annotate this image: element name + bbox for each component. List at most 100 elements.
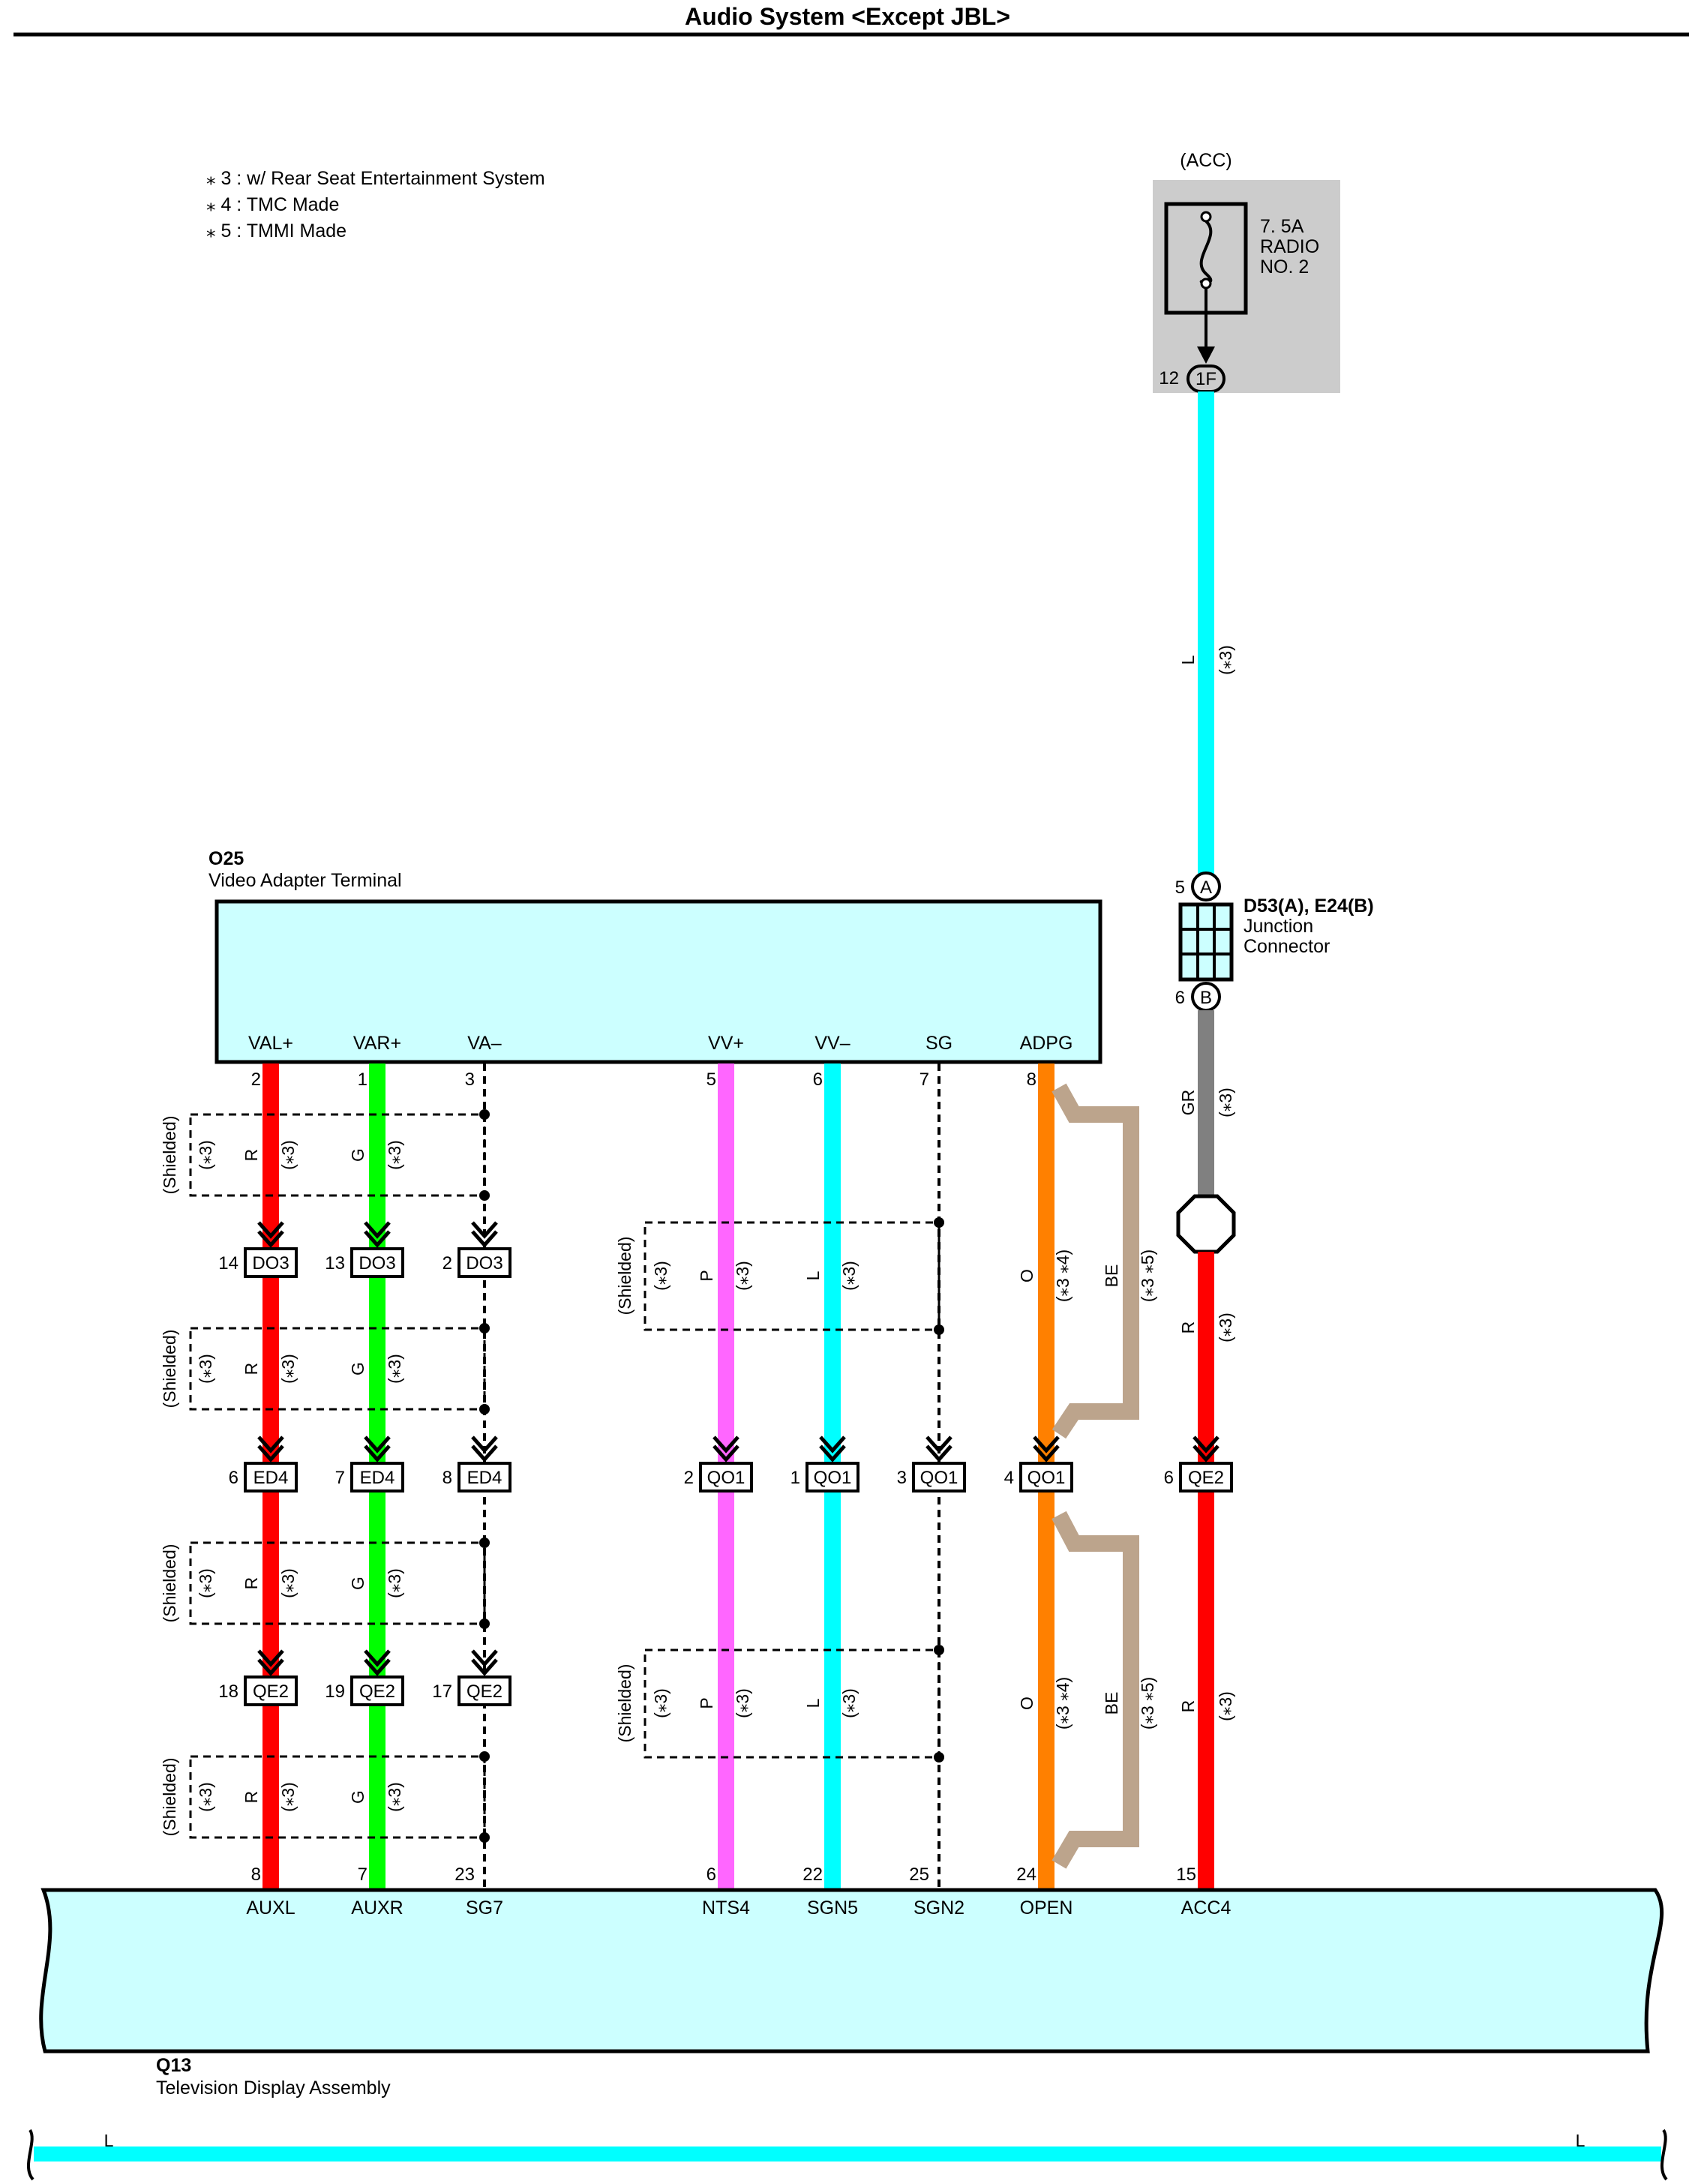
wire-option-label: (⁎3) [385,1354,404,1384]
o25-pin: 1 [358,1070,368,1090]
o25-pin: 6 [813,1070,823,1090]
connector-pin: 19 [325,1682,345,1702]
q13-terminal: AUXR [351,1898,403,1918]
bus-label-left: L [104,2131,114,2150]
q13-terminal: NTS4 [702,1898,750,1918]
wire-option-label: (⁎3) [1216,1691,1235,1721]
o25-terminal: VAL+ [248,1033,293,1054]
q13-name: Television Display Assembly [156,2078,391,2098]
o25-pin: 2 [251,1070,261,1090]
wire-option-label: (⁎3) [651,1688,670,1718]
q13-pins: 8 7 23 6 22 25 24 15 [251,1864,1196,1885]
fuse-connector-label: 1F [1196,369,1216,389]
wire-option-label: (⁎3) [385,1568,404,1598]
wire-color-label: BE [1102,1264,1121,1288]
wire-option-label: (⁎3) [839,1688,859,1718]
wire-color-label: L [803,1270,823,1280]
break-mark-icon [1660,2128,1668,2181]
wire-option-label: (⁎3 ⁎5) [1138,1677,1157,1730]
wire-color-label: R [242,1577,261,1590]
wire-option-label: (⁎3) [278,1140,298,1170]
legend: ⁎ 3 : w/ Rear Seat Entertainment System … [206,168,545,242]
q13-pin: 25 [909,1864,929,1885]
wire-labels-left: (Shielded) (⁎3) R (⁎3) G (⁎3) (Shielded)… [160,1116,404,1837]
wire-option-label: (⁎3) [385,1782,404,1812]
o25-name: Video Adapter Terminal [208,870,402,891]
shielded-label: (Shielded) [615,1664,634,1743]
shield-segments-middle [644,1217,944,1762]
shield-segments-left [189,1109,490,1843]
connector-pin: 4 [1004,1468,1014,1488]
shielded-label: (Shielded) [615,1237,634,1316]
junction-letter-b: B [1200,988,1212,1008]
connector-pin: 6 [229,1468,238,1488]
q13-pin: 6 [706,1864,716,1885]
connector-pin: 8 [442,1468,452,1488]
q13-component-box [39,1888,1664,2054]
wire-color-label: BE [1102,1692,1121,1715]
o25-pins: 2 1 3 5 6 7 8 [251,1070,1036,1090]
q13-pin: 8 [251,1864,261,1885]
q13-pin: 22 [802,1864,823,1885]
wire-option-label: (⁎3 ⁎4) [1053,1250,1072,1302]
connector-pin: 6 [1164,1468,1174,1488]
fuse-name-line1: RADIO [1260,236,1319,257]
junction-pin-b: 6 [1175,988,1185,1008]
fuse-acc-label: (ACC) [1180,150,1232,171]
wire-color-label: P [697,1697,716,1708]
o25-terminal: SG [926,1033,952,1054]
connector-pin: 14 [218,1253,238,1274]
fuse-name-line2: NO. 2 [1260,256,1309,278]
q13-terminal: ACC4 [1181,1898,1232,1918]
wire-option-label: (⁎3) [733,1688,752,1718]
o25-terminal: VV– [814,1033,850,1054]
legend-item: ⁎ 3 : w/ Rear Seat Entertainment System [206,168,545,189]
wire-option-label: (⁎3) [1216,1312,1235,1342]
wire-option-label: (⁎3) [278,1568,298,1598]
junction-name-line1: Junction [1244,916,1313,937]
wire-option-label: (⁎3) [733,1261,752,1291]
o25-terminal: VV+ [708,1033,744,1054]
q13-terminal: SGN5 [807,1898,858,1918]
shielded-label: (Shielded) [160,1544,179,1623]
q13-id: Q13 [156,2055,191,2076]
connector-label: ED4 [360,1468,395,1488]
wire-color-label: O [1017,1696,1036,1710]
connector-pin: 3 [897,1468,907,1488]
wire-color-label: G [348,1362,368,1376]
wire-color-label: R [242,1149,261,1162]
fuse-rating: 7. 5A [1260,216,1304,237]
wire-option-label: (⁎3) [651,1261,670,1291]
wire-BE-route-lower [1052,1510,1139,1869]
connector-pin: 13 [325,1253,345,1274]
wire-BE-route-upper [1052,1083,1139,1439]
q13-terminal: SGN2 [914,1898,964,1918]
wire-option-label: (⁎3) [196,1782,215,1812]
connector-pin: 18 [218,1682,238,1702]
connector-label: ED4 [467,1468,502,1488]
octagon-splice-icon [1176,1194,1236,1254]
q13-pin: 24 [1016,1864,1036,1885]
o25-component-box [214,899,1102,1064]
legend-item: ⁎ 4 : TMC Made [206,194,339,215]
wire-color-label: O [1017,1269,1036,1282]
o25-pin: 8 [1027,1070,1036,1090]
wire-option-label: (⁎3) [1216,645,1235,675]
wire-color-label: G [348,1790,368,1804]
wire-option-label: (⁎3 ⁎4) [1053,1677,1072,1730]
q13-terminals: AUXL AUXR SG7 NTS4 SGN5 SGN2 OPEN ACC4 [246,1898,1231,1918]
junction-pin-a: 5 [1175,878,1185,898]
o25-terminal: VA– [467,1033,501,1054]
junction-letter-a: A [1200,878,1212,898]
q13-terminal: OPEN [1020,1898,1073,1918]
connector-pin: 2 [442,1253,452,1274]
connector-label: DO3 [358,1253,395,1274]
bottom-bus: L L [26,2128,1668,2181]
junction-connector: 5 A B 6 D53(A), E24(B) Junction Connecto… [1175,872,1374,1012]
o25-terminal: VAR+ [353,1033,401,1054]
wire-labels-middle: (Shielded) (⁎3) P (⁎3) L (⁎3) (Shielded)… [615,1237,859,1743]
q13-terminal: SG7 [466,1898,503,1918]
wire-color-label: R [1178,1700,1198,1713]
q13-pin: 7 [358,1864,368,1885]
